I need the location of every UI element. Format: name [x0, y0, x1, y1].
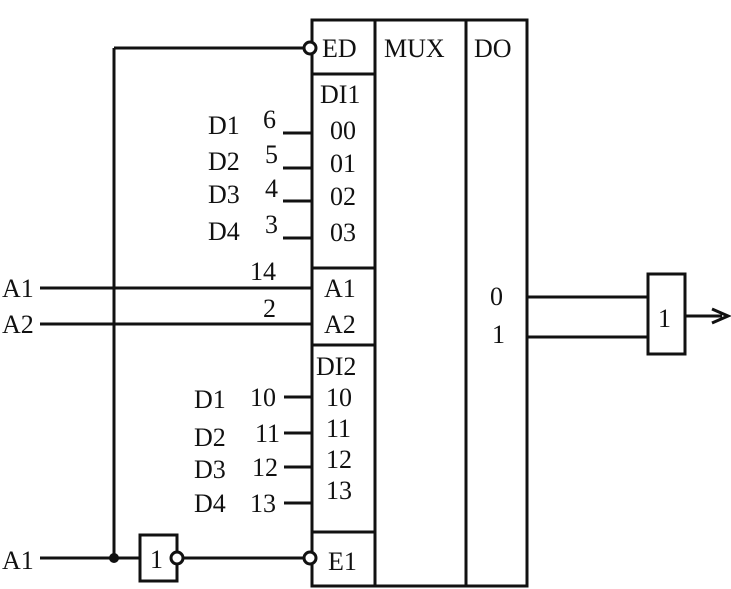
mux-label: MUX — [384, 34, 445, 63]
di2-address-label: 12 — [326, 445, 352, 474]
di1-address-label: 00 — [330, 116, 356, 145]
ed-inversion-bubble — [302, 40, 318, 56]
e1-label: E1 — [328, 547, 357, 576]
di1-address-label: 01 — [330, 149, 356, 178]
address-input-a2: A2 2 — [2, 294, 312, 339]
di1-signal-label: D2 — [208, 147, 240, 176]
di1-pin-number: 3 — [265, 210, 278, 239]
inverter-label: 1 — [150, 545, 163, 574]
di1-pin-number: 4 — [265, 174, 278, 203]
address-input-a1: A1 14 — [2, 257, 312, 303]
or-gate-label: 1 — [658, 304, 671, 333]
di2-input-0: D1 10 10 — [194, 383, 352, 414]
di2-pin-number: 10 — [250, 383, 276, 412]
di2-address-label: 10 — [326, 383, 352, 412]
di1-signal-label: D4 — [208, 217, 240, 246]
address-input-name: A1 — [2, 274, 34, 303]
di1-input-2: D3 4 02 — [208, 174, 356, 211]
di1-input-3: D4 3 03 — [208, 210, 356, 247]
di1-input-0: D1 6 00 — [208, 105, 356, 145]
enable-input-label: A1 — [2, 546, 34, 575]
di2-input-3: D4 13 13 — [194, 476, 352, 518]
di1-input-1: D2 5 01 — [208, 140, 356, 178]
inverter-output-bubble — [169, 550, 185, 566]
di1-label: DI1 — [320, 80, 360, 109]
address-pin-number: 2 — [263, 294, 276, 323]
di2-label: DI2 — [316, 352, 356, 381]
di1-address-label: 03 — [330, 218, 356, 247]
or-gate: 1 — [646, 272, 687, 356]
di2-pin-number: 11 — [255, 419, 280, 448]
di2-signal-label: D2 — [194, 423, 226, 452]
di2-signal-label: D4 — [194, 489, 226, 518]
a2-block-label: A2 — [324, 310, 356, 339]
e1-inversion-bubble — [302, 550, 318, 566]
output-arrow-icon — [711, 307, 731, 325]
do-label: DO — [474, 34, 512, 63]
output-1-label: 1 — [492, 320, 505, 349]
di1-signal-label: D3 — [208, 180, 240, 209]
di2-address-label: 11 — [326, 414, 351, 443]
inverter-gate: 1 — [138, 533, 185, 583]
address-pin-number: 14 — [250, 257, 276, 286]
di2-signal-label: D1 — [194, 385, 226, 414]
or-gate-body — [646, 272, 687, 356]
ed-label: ED — [322, 34, 357, 63]
di2-input-2: D3 12 12 — [194, 445, 352, 484]
di2-pin-number: 12 — [252, 453, 278, 482]
di2-address-label: 13 — [326, 476, 352, 505]
mux-outer-frame — [310, 18, 529, 588]
di1-pin-number: 5 — [265, 140, 278, 169]
output-0-label: 0 — [490, 282, 503, 311]
di2-input-1: D2 11 11 — [194, 414, 351, 452]
di1-address-label: 02 — [330, 182, 356, 211]
di2-pin-number: 13 — [250, 489, 276, 518]
di1-pin-number: 6 — [263, 105, 276, 134]
address-input-name: A2 — [2, 310, 34, 339]
di2-signal-label: D3 — [194, 455, 226, 484]
a1-block-label: A1 — [324, 274, 356, 303]
di1-signal-label: D1 — [208, 111, 240, 140]
